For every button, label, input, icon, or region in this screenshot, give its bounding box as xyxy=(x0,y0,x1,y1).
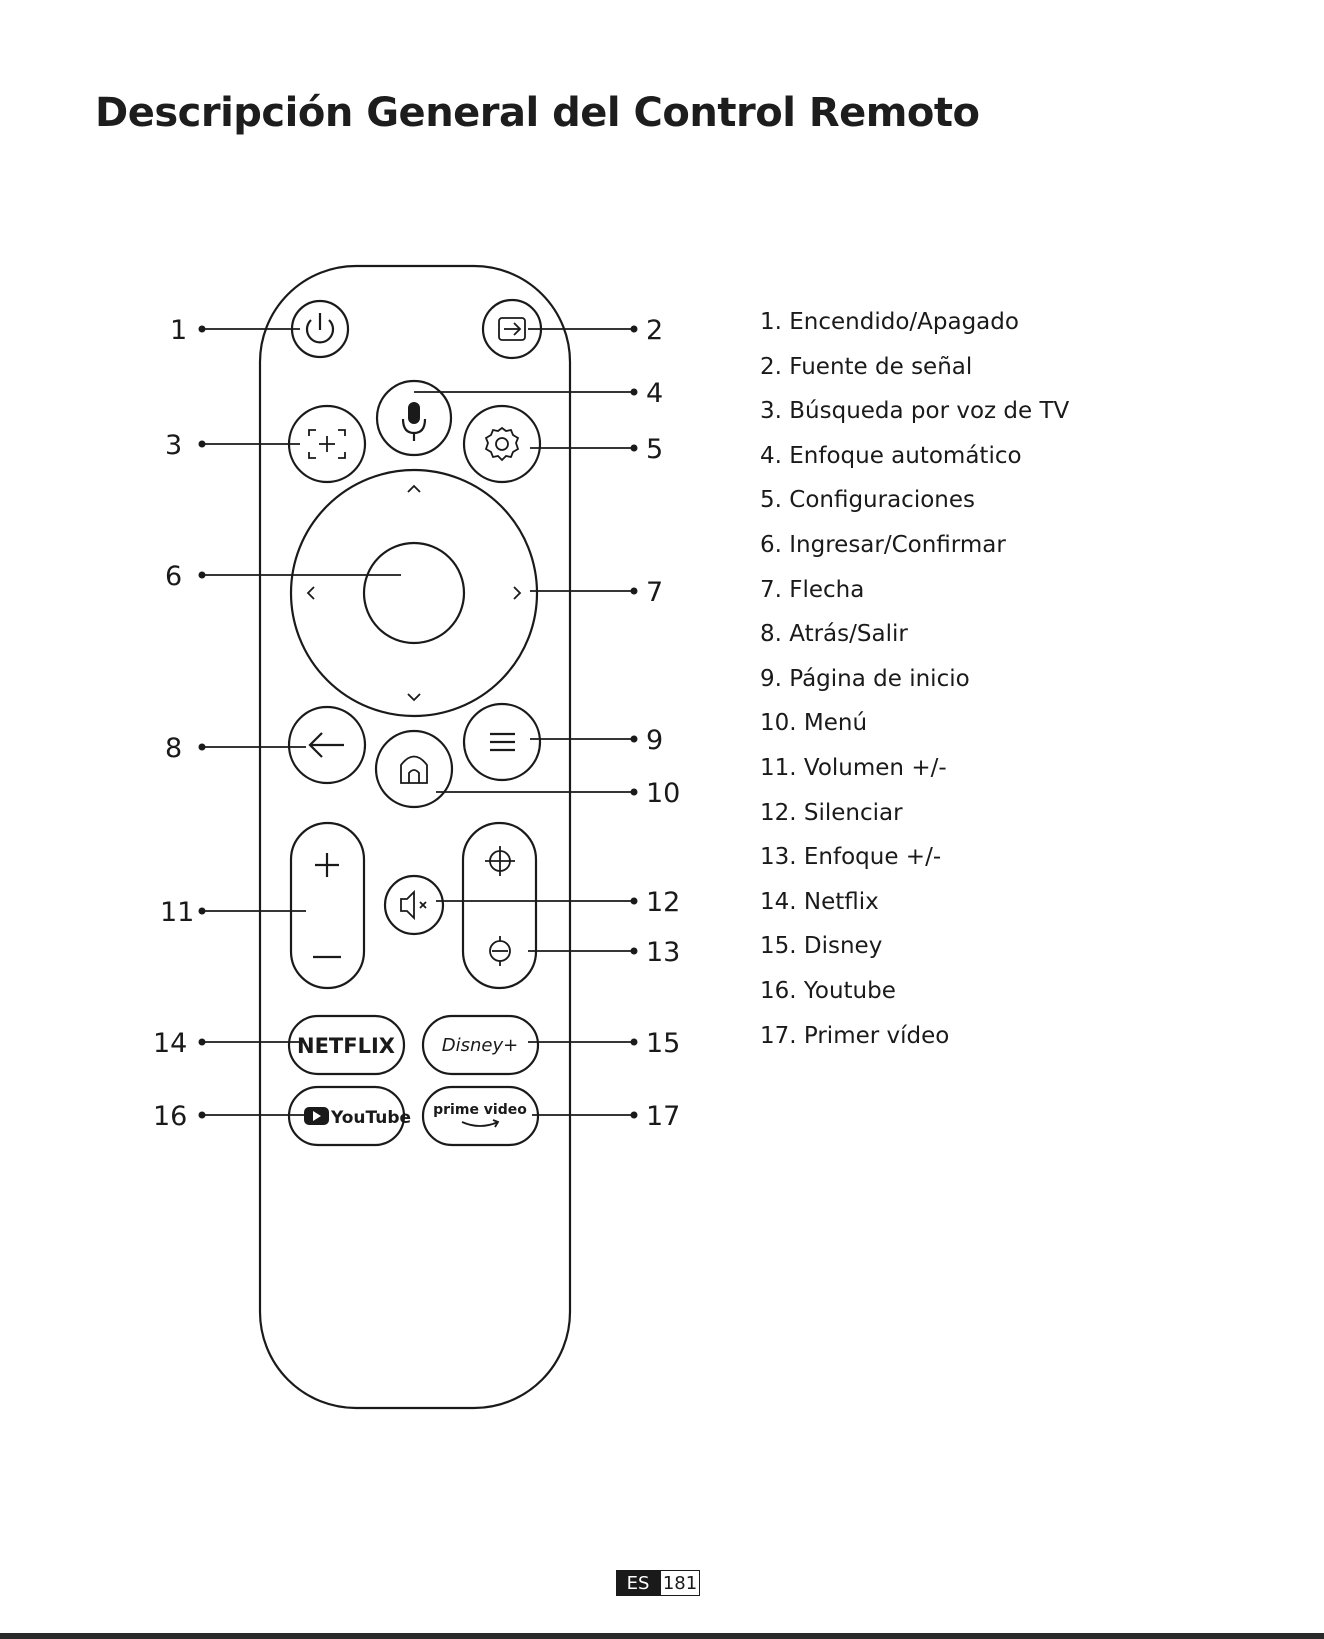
input-source-icon xyxy=(498,317,526,341)
focus-rocker[interactable] xyxy=(461,821,538,990)
callout-10: 10 xyxy=(646,778,680,809)
bottom-rule xyxy=(0,1633,1324,1639)
autofocus-icon xyxy=(308,429,346,459)
prime-video-label: prime video xyxy=(433,1102,527,1118)
autofocus-button[interactable] xyxy=(287,404,367,484)
legend-item: 8. Atrás/Salir xyxy=(760,621,908,648)
callout-12: 12 xyxy=(646,887,680,918)
callout-8: 8 xyxy=(165,733,182,764)
home-icon xyxy=(400,755,428,784)
legend-item: 17. Primer vídeo xyxy=(760,1022,950,1049)
menu-button[interactable] xyxy=(462,702,542,782)
arrow-left-icon[interactable] xyxy=(306,586,315,600)
legend-item: 7. Flecha xyxy=(760,576,865,603)
power-button[interactable] xyxy=(290,299,350,359)
callout-6: 6 xyxy=(165,561,182,592)
callout-11: 11 xyxy=(160,897,194,928)
callout-4: 4 xyxy=(646,378,663,409)
legend-item: 15. Disney xyxy=(760,933,883,960)
legend-item: 12. Silenciar xyxy=(760,799,903,826)
back-arrow-icon xyxy=(308,732,344,758)
settings-button[interactable] xyxy=(462,404,542,484)
arrow-right-icon[interactable] xyxy=(513,586,522,600)
disney-label: Disney+ xyxy=(442,1035,518,1056)
legend-item: 14. Netflix xyxy=(760,888,879,915)
arrow-up-icon[interactable] xyxy=(407,484,421,493)
legend-item: 10. Menú xyxy=(760,710,868,737)
callout-17: 17 xyxy=(646,1101,680,1132)
page-number: 181 xyxy=(660,1570,700,1596)
callout-9: 9 xyxy=(646,725,663,756)
arrow-dpad[interactable] xyxy=(289,468,539,718)
remote-body xyxy=(258,264,572,1410)
power-icon xyxy=(305,313,335,344)
legend-item: 6. Ingresar/Confirmar xyxy=(760,531,1006,558)
callout-1: 1 xyxy=(170,315,187,346)
page-footer: ES 181 xyxy=(616,1570,700,1596)
netflix-label: NETFLIX xyxy=(297,1034,395,1058)
callout-13: 13 xyxy=(646,937,680,968)
callout-numbers: 1 2 3 4 5 6 7 8 9 10 11 12 13 14 15 16 1… xyxy=(153,315,680,1132)
callout-3: 3 xyxy=(165,430,182,461)
disney-button[interactable]: Disney+ xyxy=(421,1014,540,1076)
youtube-button[interactable]: YouTube xyxy=(287,1085,411,1147)
legend-item: 9. Página de inicio xyxy=(760,665,970,692)
mute-button[interactable] xyxy=(383,874,445,936)
legend-list: 1. Encendido/Apagado 2. Fuente de señal … xyxy=(760,300,1069,1058)
legend-item: 13. Enfoque +/- xyxy=(760,844,942,871)
prime-video-button[interactable]: prime video xyxy=(421,1085,540,1147)
callout-5: 5 xyxy=(646,434,663,465)
legend-item: 2. Fuente de señal xyxy=(760,353,973,380)
page-title: Descripción General del Control Remoto xyxy=(95,90,980,136)
netflix-button[interactable]: NETFLIX xyxy=(287,1014,406,1076)
voice-search-button[interactable] xyxy=(375,379,453,457)
arrow-down-icon[interactable] xyxy=(407,693,421,702)
legend-item: 4. Enfoque automático xyxy=(760,442,1022,469)
callout-leaders xyxy=(198,325,638,1119)
language-badge: ES xyxy=(616,1570,660,1596)
focus-minus-icon[interactable] xyxy=(489,936,511,966)
legend-item: 3. Búsqueda por voz de TV xyxy=(760,398,1070,425)
microphone-icon xyxy=(401,402,427,441)
volume-rocker[interactable] xyxy=(289,821,366,990)
gear-icon xyxy=(484,426,520,462)
callout-7: 7 xyxy=(646,577,663,608)
callout-2: 2 xyxy=(646,315,663,346)
prime-smile-icon xyxy=(461,1121,499,1127)
volume-up-icon[interactable] xyxy=(315,853,339,877)
callout-16: 16 xyxy=(153,1101,187,1132)
focus-plus-icon[interactable] xyxy=(485,846,515,876)
ok-button[interactable] xyxy=(362,541,466,645)
legend-item: 5. Configuraciones xyxy=(760,487,975,514)
legend-item: 1. Encendido/Apagado xyxy=(760,309,1019,335)
mute-icon xyxy=(400,889,427,921)
youtube-label: YouTube xyxy=(330,1108,411,1128)
callout-14: 14 xyxy=(153,1028,187,1059)
back-button[interactable] xyxy=(287,705,367,785)
legend-item: 11. Volumen +/- xyxy=(760,754,947,781)
legend-item: 16. Youtube xyxy=(760,977,896,1004)
hamburger-menu-icon xyxy=(490,732,515,752)
callout-15: 15 xyxy=(646,1028,680,1059)
home-button[interactable] xyxy=(374,729,454,809)
